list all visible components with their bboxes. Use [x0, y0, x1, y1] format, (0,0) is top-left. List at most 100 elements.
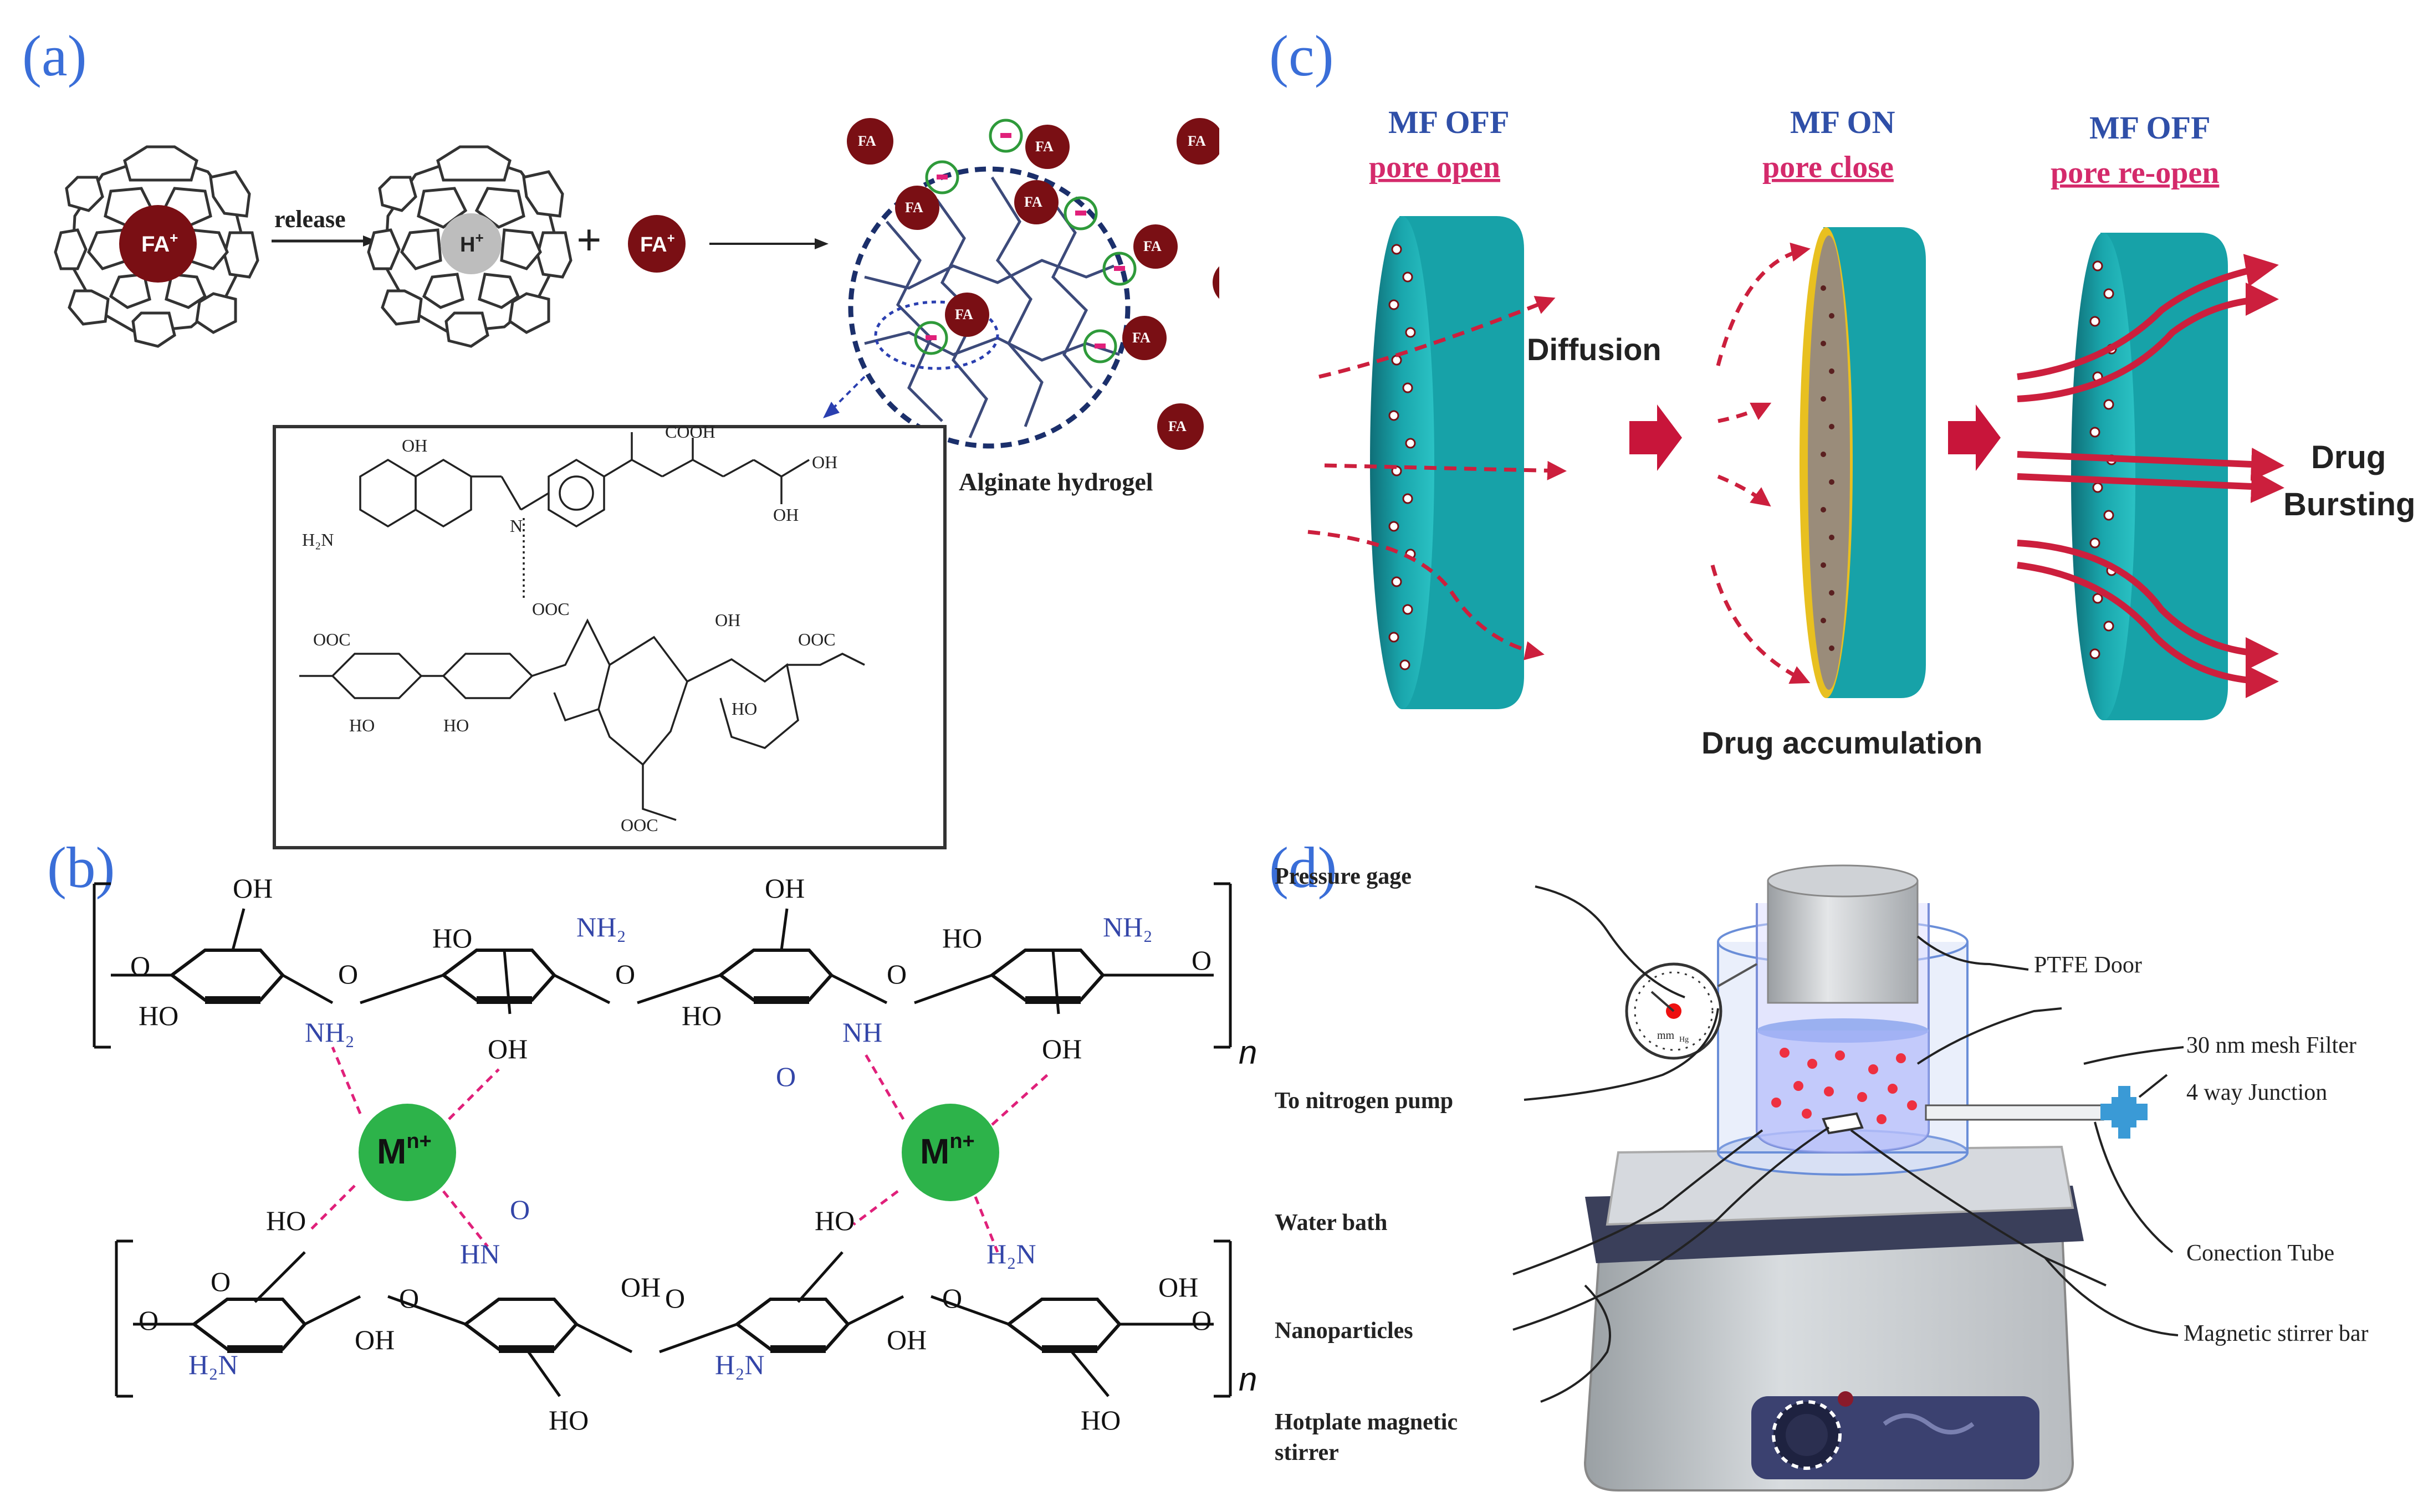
chem-oh-3: OH: [773, 505, 799, 525]
label-stirbar: Magnetic stirrer bar: [2184, 1321, 2369, 1346]
label-water-bath: Water bath: [1275, 1210, 1387, 1236]
svg-text:H₂N: H₂N: [188, 1349, 238, 1380]
reaction-vessel: [1756, 864, 1930, 1154]
state1-sub: pore open: [1369, 150, 1500, 184]
transition-arrow-2: [1948, 404, 2001, 471]
label-pressure-gage: Pressure gage: [1275, 864, 1412, 889]
fa-text-free: FA: [640, 233, 667, 257]
svg-text:NH₂: NH₂: [305, 1017, 355, 1048]
svg-text:O: O: [887, 959, 907, 990]
alginate-label: Alginate hydrogel: [959, 468, 1153, 496]
panel-d-label: (d): [1269, 835, 1337, 900]
svg-text:FA: FA: [1132, 330, 1151, 346]
chem-coo-3: OOC: [798, 629, 836, 649]
label-hotplate-1: Hotplate magnetic: [1275, 1410, 1458, 1435]
nh2-label: NH₂: [576, 911, 626, 942]
label-ptfe: PTFE Door: [2034, 952, 2142, 978]
svg-text:HN: HN: [460, 1238, 500, 1269]
disc-pore-reopen: [2017, 233, 2284, 720]
disc-pore-open: [1307, 216, 1567, 709]
svg-text:H₂N: H₂N: [715, 1349, 765, 1380]
svg-text:O: O: [338, 959, 358, 990]
chem-ho-1: HO: [349, 715, 375, 735]
svg-text:FA+: FA+: [640, 231, 675, 257]
panel-d-setup: mm Hg Pressure gage To nitrogen pump Wat…: [1275, 864, 2369, 1492]
chem-coo-2: OOC: [313, 629, 351, 649]
svg-text:O: O: [665, 1283, 685, 1314]
svg-text:O: O: [1192, 1305, 1211, 1336]
plus-sign: +: [576, 216, 602, 265]
pressure-gauge: mm Hg: [1625, 962, 1757, 1060]
svg-text:FA: FA: [1168, 418, 1187, 434]
svg-text:HO: HO: [432, 922, 472, 954]
panel-c-label: (c): [1269, 23, 1334, 88]
panel-a-label: (a): [22, 23, 87, 88]
svg-text:FA: FA: [955, 306, 973, 322]
chem-coo-4: OOC: [621, 815, 658, 835]
svg-text:O: O: [615, 959, 635, 990]
h-text: H: [460, 233, 475, 257]
svg-text:FA: FA: [905, 199, 923, 216]
bursting-label-1: Drug: [2311, 439, 2386, 475]
svg-text:OH: OH: [355, 1324, 395, 1355]
svg-text:OH: OH: [488, 1033, 528, 1064]
panel-b-chitosan-metal: O OH HO O HO OH O OH HO O HO OH O NH₂ NH…: [93, 873, 1257, 1436]
panel-c-magnetic-release: MF OFF pore open MF ON pore close MF OFF…: [1307, 104, 2415, 760]
svg-text:O: O: [510, 1194, 530, 1225]
svg-text:OH: OH: [1158, 1272, 1198, 1303]
repeat-n-lower: n: [1239, 1361, 1257, 1398]
svg-text:O: O: [130, 950, 150, 981]
svg-text:HO: HO: [682, 1000, 722, 1031]
transition-arrow-1: [1629, 404, 1682, 471]
svg-text:HO: HO: [549, 1405, 589, 1436]
svg-text:O: O: [1192, 945, 1211, 976]
metal-ion-left: Mn+: [359, 1104, 456, 1201]
state3-title: MF OFF: [2089, 110, 2211, 146]
disc-pore-close: [1710, 227, 1926, 698]
gauge-unit: mm: [1657, 1029, 1675, 1042]
svg-text:O: O: [776, 1061, 796, 1092]
state2-title: MF ON: [1790, 104, 1895, 140]
fa-ball-label: FA: [858, 133, 876, 149]
label-nanoparticles: Nanoparticles: [1275, 1318, 1413, 1344]
chem-ho-3: HO: [732, 699, 757, 719]
svg-text:OH: OH: [765, 873, 805, 904]
label-hotplate-2: stirrer: [1275, 1440, 1339, 1465]
svg-text:FA: FA: [1035, 139, 1054, 155]
accumulation-label: Drug accumulation: [1701, 725, 1982, 760]
svg-text:O: O: [942, 1283, 962, 1314]
svg-text:Hg: Hg: [1679, 1036, 1689, 1044]
repeat-n-upper: n: [1239, 1034, 1257, 1071]
alginate-hydrogel-diagram: FA FA FA FA FA FA FA FA FA FA: [823, 118, 1219, 450]
svg-text:OH: OH: [621, 1272, 661, 1303]
svg-text:Mn+: Mn+: [920, 1130, 975, 1171]
state2-sub: pore close: [1762, 150, 1894, 184]
svg-text:OH: OH: [1042, 1033, 1082, 1064]
chem-h2n: H₂N: [302, 530, 334, 550]
diffusion-label: Diffusion: [1527, 332, 1662, 367]
state3-sub: pore re-open: [2051, 156, 2219, 190]
svg-text:O: O: [139, 1305, 159, 1336]
label-nitrogen: To nitrogen pump: [1275, 1088, 1453, 1114]
svg-text:Mn+: Mn+: [377, 1130, 432, 1171]
svg-text:FA: FA: [1143, 238, 1162, 254]
svg-text:HO: HO: [266, 1205, 306, 1236]
label-junction: 4 way Junction: [2186, 1080, 2327, 1105]
label-mesh: 30 nm mesh Filter: [2186, 1033, 2356, 1058]
svg-text:HO: HO: [815, 1205, 855, 1236]
svg-text:FA: FA: [1188, 133, 1206, 149]
svg-text:HO: HO: [1081, 1405, 1121, 1436]
svg-text:HO: HO: [139, 1000, 178, 1031]
label-tube: Conection Tube: [2186, 1241, 2334, 1266]
chem-cooh: COOH: [665, 422, 715, 442]
fa-text-1: FA: [141, 232, 170, 257]
svg-text:FA: FA: [1024, 194, 1042, 210]
chem-oh-4: OH: [715, 610, 740, 630]
folic-acid-alginate-structure: OH H₂N N COOH OH OH OOC OOC OOC OOC HO H…: [273, 422, 947, 849]
svg-text:HO: HO: [942, 922, 982, 954]
chem-coo-1: OOC: [532, 599, 570, 619]
metal-ion-right: Mn+: [902, 1104, 999, 1201]
bursting-label-2: Bursting: [2283, 486, 2415, 522]
chem-n: N: [510, 516, 523, 536]
chem-oh-2: OH: [812, 452, 837, 472]
